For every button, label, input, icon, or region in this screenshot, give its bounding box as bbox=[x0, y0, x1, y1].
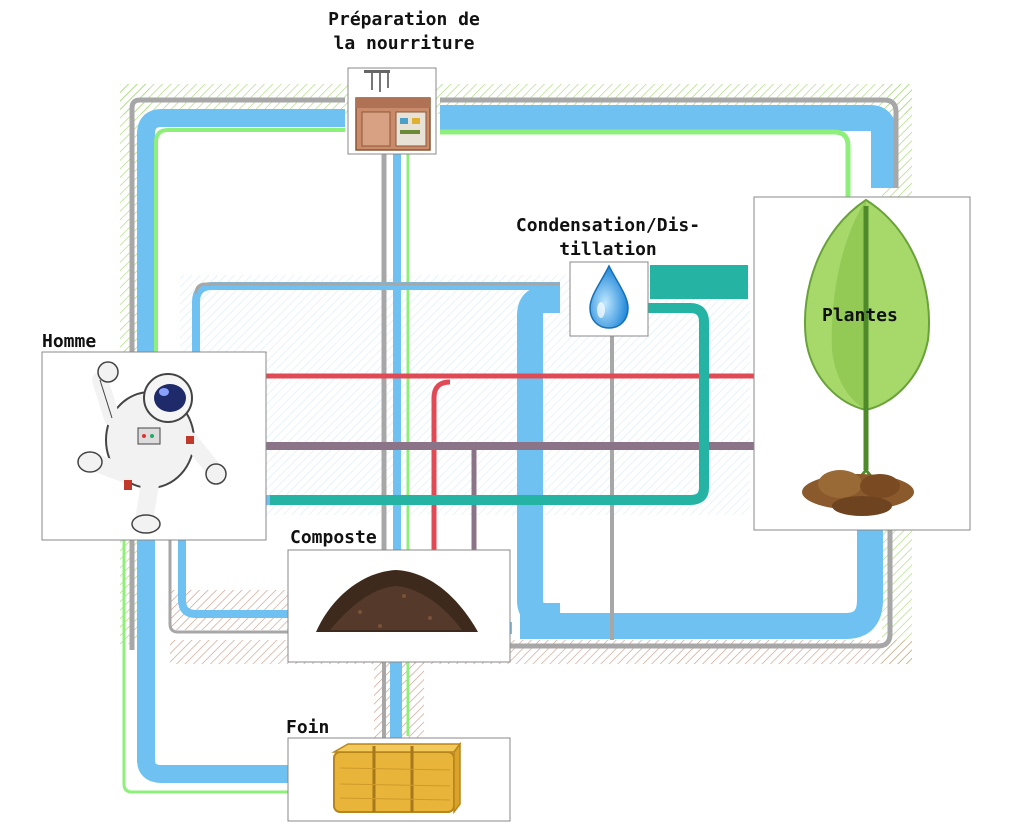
flow-grey-right bbox=[505, 528, 893, 649]
food-prep-label: Préparation de la nourriture bbox=[300, 8, 508, 56]
human-label: Homme bbox=[42, 331, 97, 352]
hay-bale-icon bbox=[331, 741, 462, 815]
soil-icon bbox=[802, 470, 914, 516]
flow-water-human-compost bbox=[178, 540, 288, 618]
flow-grey-outer bbox=[440, 97, 899, 188]
flow-green-top bbox=[440, 129, 851, 200]
water-drop-icon bbox=[589, 264, 629, 329]
flow-water-cond-down bbox=[517, 287, 560, 629]
flow-green-hay bbox=[122, 540, 300, 794]
flow-grey-inner bbox=[194, 282, 560, 295]
flow-grey-human-compost bbox=[168, 540, 288, 634]
flow-red-compost bbox=[431, 379, 451, 578]
compost-pile-icon bbox=[316, 570, 478, 632]
kitchen-icon bbox=[355, 70, 431, 151]
flow-water-inner bbox=[192, 282, 560, 352]
food-prep-label-line2: la nourriture bbox=[333, 33, 475, 54]
plants-label: Plantes bbox=[822, 305, 898, 326]
flow-water-outer bbox=[440, 105, 897, 188]
leaf-icon bbox=[804, 198, 930, 481]
condensation-label: Condensation/Dis- tillation bbox=[490, 214, 726, 262]
condensation-label-line1: Condensation/Dis- bbox=[515, 215, 701, 236]
hay-label: Foin bbox=[286, 717, 330, 738]
flow-grey-left bbox=[129, 97, 345, 352]
food-prep-label-line1: Préparation de bbox=[328, 9, 480, 30]
compost-label: Composte bbox=[290, 527, 377, 548]
flow-green-left bbox=[154, 128, 345, 352]
condensation-label-line2: tillation bbox=[559, 239, 657, 260]
flow-teal-cond-human bbox=[270, 303, 709, 505]
astronaut-icon bbox=[77, 361, 227, 534]
flow-water-right-down bbox=[520, 528, 883, 639]
